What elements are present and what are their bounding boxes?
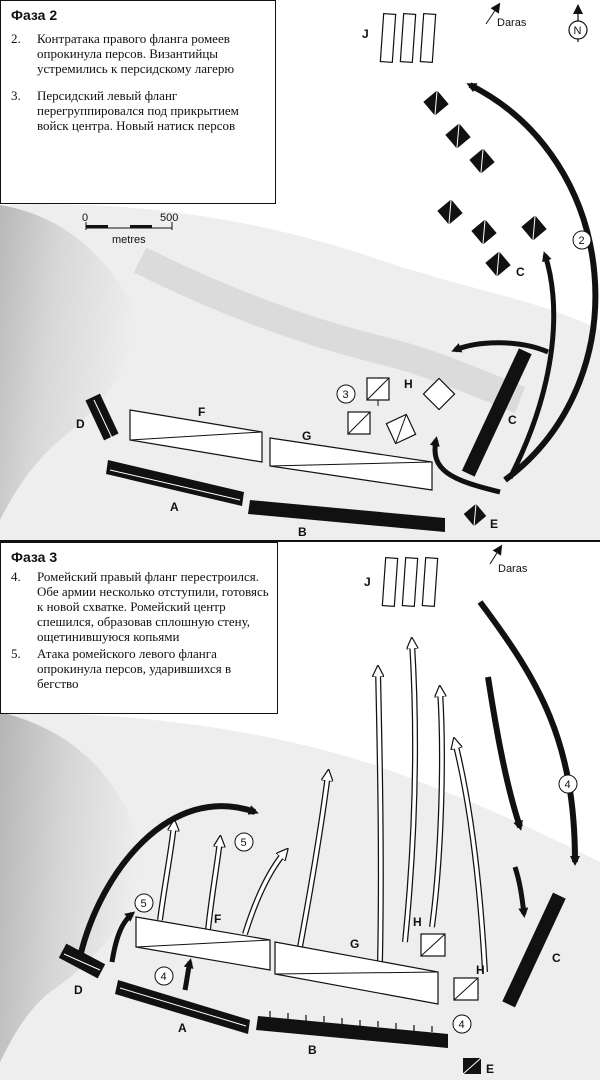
label-f: F	[214, 912, 221, 926]
svg-text:2: 2	[579, 235, 585, 247]
daras-label: Daras	[498, 563, 528, 575]
marker-4-right: 4	[558, 774, 578, 794]
unit-h-upper: H	[413, 915, 446, 957]
label-d: D	[74, 983, 83, 997]
unit-e: E	[463, 503, 498, 531]
arrow-left-flank-inner	[109, 911, 136, 963]
valley-shade	[133, 247, 526, 413]
label-h-upper: H	[413, 915, 422, 929]
plain-terrain	[0, 712, 600, 1080]
daras-direction: Daras	[485, 2, 527, 29]
unit-d: D	[76, 393, 119, 441]
label-f: F	[198, 405, 205, 419]
unit-b-spear-wall: B	[256, 1011, 448, 1057]
arrow-left-flank-attack	[77, 803, 259, 958]
label-b: B	[308, 1043, 317, 1057]
label-j: J	[364, 575, 371, 589]
unit-a: A	[106, 460, 244, 514]
unit-e: E	[462, 1057, 494, 1076]
unit-f: F	[135, 912, 271, 971]
svg-text:4: 4	[565, 779, 571, 791]
unit-h-lower: H	[453, 963, 485, 1001]
unit-c-line: C	[502, 892, 566, 1008]
arrow-right-flank-short	[512, 866, 529, 918]
label-c-lower: C	[508, 413, 517, 427]
scale-unit: metres	[112, 234, 146, 246]
phase2-legend: Фаза 2 2. Контратака правого фланга роме…	[0, 0, 276, 204]
arrow-a-advance	[182, 958, 194, 991]
phase3-item-4: 4. Ромейский правый фланг перестроился. …	[11, 569, 269, 644]
daras-label: Daras	[497, 17, 527, 29]
marker-2: 2	[572, 230, 592, 250]
svg-text:4: 4	[161, 971, 167, 983]
svg-text:5: 5	[141, 898, 147, 910]
label-g: G	[302, 429, 311, 443]
hill-terrain	[0, 712, 142, 1062]
persian-flight-arrows	[157, 642, 488, 973]
label-h-lower: H	[476, 963, 485, 977]
phase3-title: Фаза 3	[11, 549, 58, 565]
hill-terrain	[0, 205, 136, 520]
phase3-item-5: 5. Атака ромейского левого фланга опроки…	[11, 646, 232, 691]
phase-divider	[0, 540, 600, 542]
marker-5-left: 5	[134, 893, 154, 913]
phase3-panel: Daras J	[0, 542, 600, 1080]
label-e: E	[486, 1062, 494, 1076]
unit-g: G	[274, 937, 439, 1005]
scale-bar: 0 500 metres	[82, 212, 178, 246]
phase3-legend: Фаза 3 4. Ромейский правый фланг перестр…	[0, 542, 278, 714]
unit-f: F	[129, 405, 263, 463]
unit-b: B	[248, 500, 445, 539]
persian-camp-j: J	[364, 556, 439, 608]
phase2-item-2: 2. Контратака правого фланга ромеев опро…	[11, 31, 235, 76]
marker-4-bottom: 4	[452, 1014, 472, 1034]
arrow-counterattack	[466, 82, 599, 483]
svg-text:4: 4	[459, 1019, 465, 1031]
label-b: B	[298, 525, 307, 539]
arrow-regroup	[451, 340, 549, 355]
north-arrow-icon: N	[568, 4, 588, 42]
svg-text:3: 3	[343, 389, 349, 401]
label-h: H	[404, 377, 413, 391]
label-a: A	[170, 500, 179, 514]
phase2-item-3: 3. Персидский левый фланг перегруппирова…	[11, 88, 239, 133]
phase2-panel: 0 500 metres N Daras J	[0, 0, 600, 540]
marker-5-center: 5	[234, 832, 254, 852]
unit-a: A	[115, 980, 250, 1035]
label-c: C	[552, 951, 561, 965]
plain-terrain	[0, 204, 600, 540]
marker-3: 3	[336, 384, 356, 404]
unit-g: G	[269, 429, 433, 491]
arrow-right-flank-regroup	[477, 600, 580, 866]
label-a: A	[178, 1021, 187, 1035]
unit-d: D	[58, 943, 106, 997]
unit-h-group: H	[347, 377, 456, 445]
marker-4-left: 4	[154, 966, 174, 986]
byzantine-cavalry-units: C	[423, 90, 547, 279]
arrow-right-flank-inner	[485, 676, 523, 831]
phase2-title: Фаза 2	[11, 7, 58, 23]
arrow-counterattack-branch	[507, 251, 557, 480]
svg-text:5: 5	[241, 837, 247, 849]
label-j: J	[362, 27, 369, 41]
persian-camp-j: J	[362, 12, 437, 64]
phase2-map: 0 500 metres N Daras J	[0, 2, 600, 540]
unit-c-line: C	[461, 348, 532, 477]
north-label: N	[574, 25, 582, 37]
daras-direction: Daras	[489, 544, 528, 575]
scale-max: 500	[160, 212, 178, 224]
arrow-new-assault	[429, 436, 501, 495]
label-c-upper: C	[516, 265, 525, 279]
scale-zero: 0	[82, 212, 88, 224]
phase3-map: Daras J	[0, 544, 600, 1080]
label-e: E	[490, 517, 498, 531]
label-d: D	[76, 417, 85, 431]
label-g: G	[350, 937, 359, 951]
